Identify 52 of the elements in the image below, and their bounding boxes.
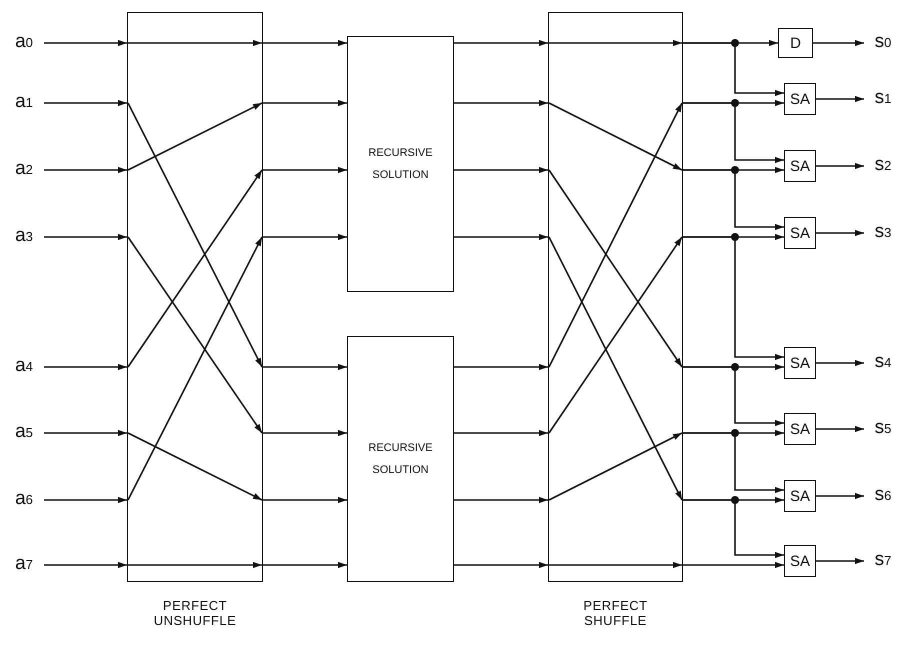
arrow xyxy=(816,162,864,170)
arrow xyxy=(813,40,864,46)
logic-block: SA xyxy=(784,217,816,249)
recursive-solution-block: RECURSIVE SOLUTION xyxy=(347,336,454,582)
arrow xyxy=(454,562,548,568)
logic-block: SA xyxy=(784,480,816,512)
logic-block: SA xyxy=(784,83,816,115)
arrow xyxy=(683,169,784,230)
arrow xyxy=(816,492,864,500)
arrow xyxy=(263,430,347,436)
arrow xyxy=(454,40,548,46)
arrow xyxy=(454,100,548,106)
logic-block: SA xyxy=(784,545,816,577)
arrow xyxy=(683,562,784,568)
arrow xyxy=(44,166,127,174)
logic-block: SA xyxy=(784,413,816,445)
arrow xyxy=(454,496,548,504)
arrow xyxy=(44,364,127,370)
block-label: PERFECT UNSHUFFLE xyxy=(152,598,238,628)
arrow xyxy=(263,364,347,370)
block-label: PERFECT SHUFFLE xyxy=(582,598,649,628)
arrow xyxy=(263,496,347,504)
arrow xyxy=(816,230,864,236)
arrow xyxy=(816,96,864,102)
logic-block: SA xyxy=(784,150,816,182)
arrow xyxy=(263,562,347,568)
arrow xyxy=(263,100,347,106)
arrow xyxy=(44,100,127,106)
arrow xyxy=(816,426,864,432)
recursive-solution-block: RECURSIVE SOLUTION xyxy=(347,36,454,292)
arrow xyxy=(263,40,347,46)
arrow xyxy=(454,166,548,174)
arrow xyxy=(816,360,864,366)
arrow xyxy=(263,166,347,174)
arrow xyxy=(683,236,784,360)
arrow xyxy=(454,364,548,370)
logic-block: D xyxy=(778,28,813,58)
arrow xyxy=(683,42,784,96)
arrow xyxy=(44,496,127,504)
arrow xyxy=(816,558,864,564)
arrow xyxy=(44,234,127,240)
arrow xyxy=(683,102,784,164)
arrow xyxy=(683,499,784,558)
arrow xyxy=(683,366,784,426)
arrow xyxy=(683,432,784,494)
arrow xyxy=(454,234,548,240)
arrow xyxy=(44,430,127,436)
arrow xyxy=(44,562,127,568)
arrow xyxy=(44,40,127,46)
arrow xyxy=(263,234,347,240)
logic-block: SA xyxy=(784,347,816,379)
arrow xyxy=(454,430,548,436)
